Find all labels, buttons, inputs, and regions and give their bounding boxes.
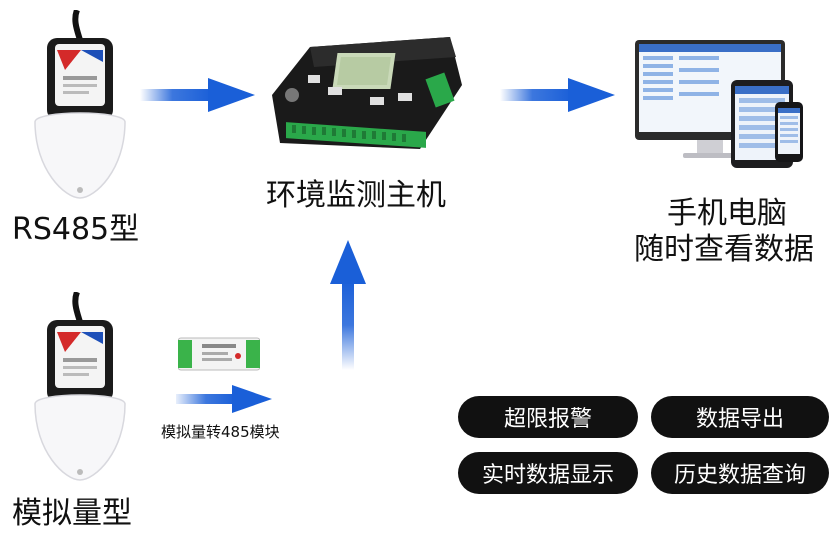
arrow-host-to-devices [500, 78, 615, 112]
arrow-sensor-to-host [140, 78, 255, 112]
host-label: 环境监测主机 [266, 178, 446, 213]
feature-realtime-display: 实时数据显示 [458, 452, 638, 494]
view-label-line1: 手机电脑 [667, 196, 787, 231]
sensor-rs485-label: RS485型 [12, 212, 140, 247]
feature-history-query: 历史数据查询 [651, 452, 829, 494]
arrow-converter-to-host [330, 240, 366, 370]
converter-module-image [178, 330, 260, 376]
converter-label: 模拟量转485模块 [161, 423, 280, 441]
sensor-rs485-image [25, 10, 135, 200]
sensor-analog-image [25, 292, 135, 482]
view-label-line2: 随时查看数据 [634, 232, 814, 267]
feature-over-limit-alarm: 超限报警 [458, 396, 638, 438]
devices-image [635, 40, 805, 180]
feature-data-export: 数据导出 [651, 396, 829, 438]
host-device-image [270, 35, 465, 155]
sensor-analog-label: 模拟量型 [12, 496, 132, 531]
arrow-analog-to-converter [176, 385, 272, 413]
